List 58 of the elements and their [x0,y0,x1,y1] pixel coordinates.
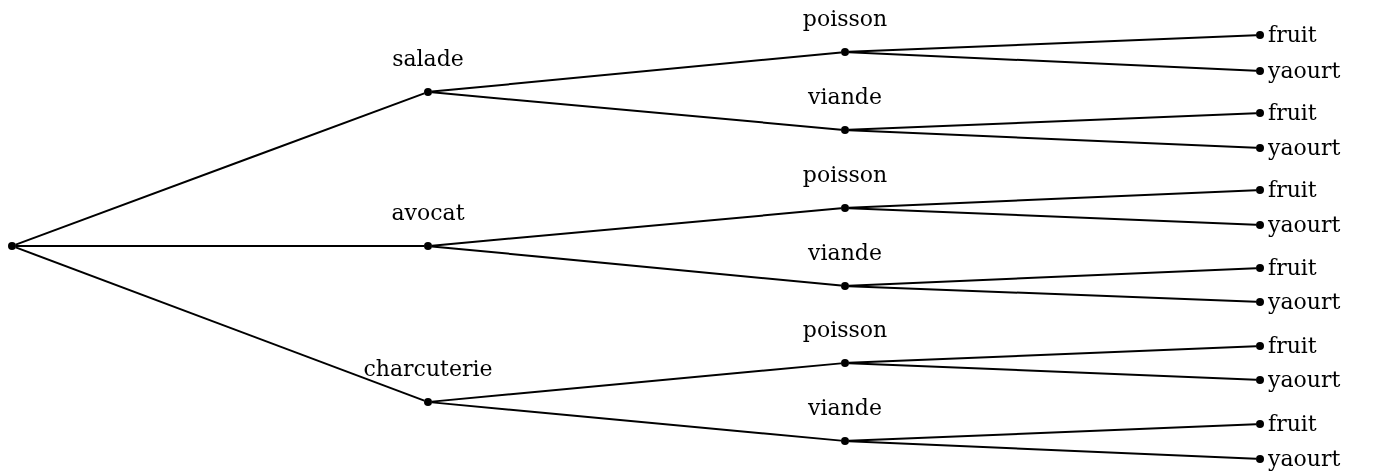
branch-line [848,51,1257,72]
branch-label: yaourt [1268,135,1341,161]
tree-node-dot [1256,420,1264,428]
branch-line [431,245,842,287]
tree-node-dot [1256,298,1264,306]
tree-node-dot [1256,376,1264,384]
branch-line [431,91,842,131]
tree-node-dot [8,242,16,250]
branch-line [431,207,842,247]
branch-label: viande [808,84,882,110]
branch-label: fruit [1268,177,1317,203]
branch-line [14,246,426,402]
branch-line [848,440,1257,460]
branch-label: fruit [1268,411,1317,437]
tree-node-dot [1256,342,1264,350]
branch-label: avocat [391,200,465,226]
tree-node-dot [1256,186,1264,194]
branch-label: fruit [1268,100,1317,126]
tree-node-dot [1256,109,1264,117]
branch-line [848,362,1257,381]
branch-label: salade [392,46,464,72]
tree-node-dot [841,437,849,445]
branch-label: yaourt [1268,58,1341,84]
tree-node-dot [1256,455,1264,463]
branch-label: poisson [802,6,888,32]
tree-node-dot [841,282,849,290]
tree-node-dot [841,48,849,56]
branch-label: viande [808,240,882,266]
branch-label: yaourt [1268,367,1341,393]
tree-node-dot [1256,144,1264,152]
branch-label: fruit [1268,255,1317,281]
tree-node-dot [841,359,849,367]
branch-line [14,92,426,246]
branch-label: poisson [802,317,888,343]
tree-node-dot [424,242,432,250]
tree-node-dot [1256,221,1264,229]
tree-node-dot [841,204,849,212]
branch-label: yaourt [1268,446,1341,472]
tree-node-dot [841,126,849,134]
tree-node-dot [424,398,432,406]
branch-line [431,362,842,403]
branch-line [431,401,842,442]
branch-line [431,51,842,93]
tree-node-dot [1256,264,1264,272]
branch-line [848,129,1257,149]
branch-label: viande [808,395,882,421]
branch-label: poisson [802,162,888,188]
branch-label: yaourt [1268,212,1341,238]
branch-label: fruit [1268,333,1317,359]
tree-node-dot [1256,67,1264,75]
branch-label: charcuterie [363,356,493,382]
branch-label: fruit [1268,22,1317,48]
tree-node-dot [1256,31,1264,39]
branch-label: yaourt [1268,289,1341,315]
branch-line [848,285,1257,303]
branch-line [15,245,425,247]
tree-node-dot [424,88,432,96]
branch-line [848,207,1257,226]
